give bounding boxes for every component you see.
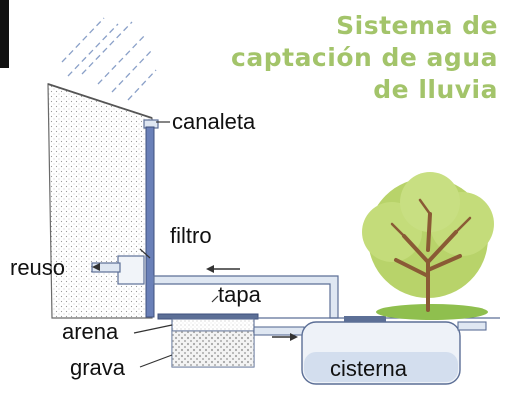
title-line-2: captación de agua [231,43,498,72]
cistern-outlet [457,321,487,331]
tree [362,172,494,320]
reuse-arrow [92,263,100,271]
label-canaleta: canaleta [172,109,256,134]
filter-box [117,255,145,285]
reuse-pipe [91,262,121,273]
roof-edge [47,83,153,119]
rain [61,17,157,101]
title-line-1: Sistema de [336,11,498,40]
label-filtro: filtro [170,223,212,248]
diagram-title: Sistema de captación de agua de lluvia [231,10,498,106]
label-tapa: tapa [218,282,261,307]
label-grava: grava [70,355,126,380]
tank-lid [157,313,259,320]
edge-strip [0,0,9,68]
sand-layer [171,318,255,332]
label-arena: arena [62,319,119,344]
label-reuso: reuso [10,255,66,280]
cistern-inlet-pipe [253,326,305,336]
title-line-3: de lluvia [373,75,498,104]
label-cisterna: cisterna [330,356,408,381]
downpipe [145,126,155,318]
gravel-layer [171,330,255,368]
cistern-lid [344,316,386,322]
